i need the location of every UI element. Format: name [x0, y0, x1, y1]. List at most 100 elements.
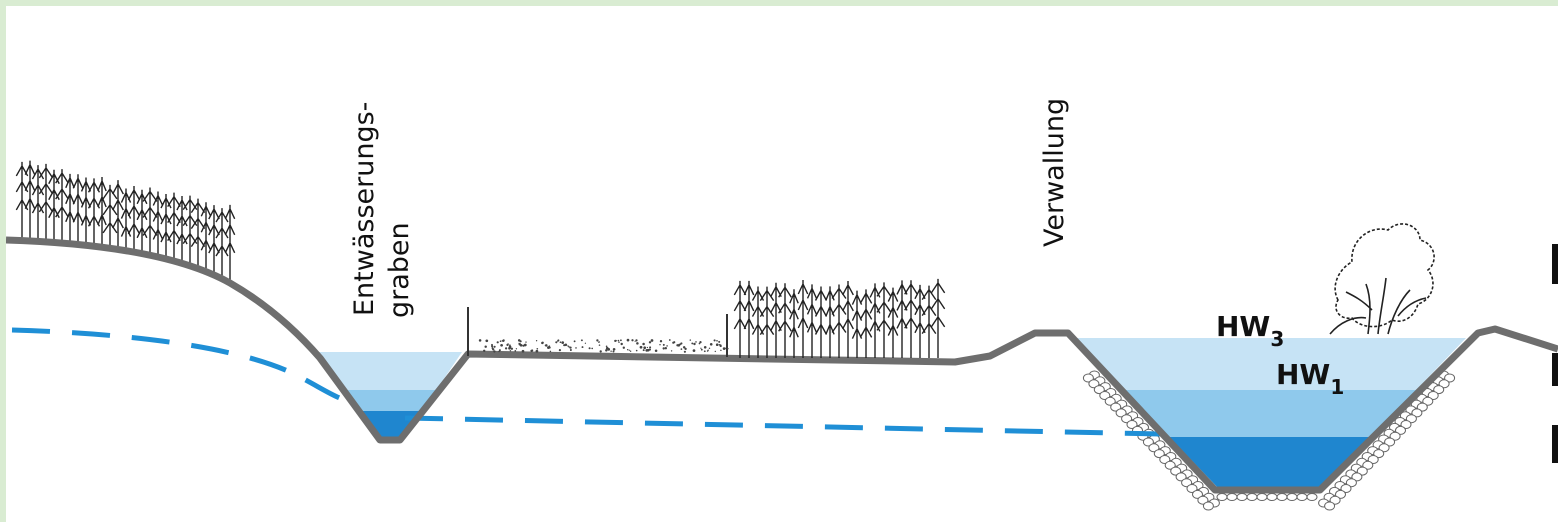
riprap-stone [1153, 449, 1165, 459]
grass-dot [591, 347, 594, 350]
grass-dot [483, 349, 486, 352]
groundwater-line [11, 327, 1161, 437]
riprap-stone [1362, 460, 1374, 470]
ground-profile-line [6, 236, 1558, 494]
grass-dot [545, 344, 548, 347]
grass-dot [693, 342, 696, 346]
grass-dot [598, 344, 601, 346]
grass-dot [484, 345, 487, 348]
riprap-stone [1093, 385, 1105, 395]
grass-dot [607, 348, 611, 351]
reed-stalk [65, 173, 75, 244]
grass-dot [561, 341, 565, 344]
riprap-stone [1444, 373, 1456, 383]
grass-dot [659, 343, 661, 346]
riprap-stone [1433, 385, 1445, 395]
reed-stalk [851, 290, 863, 358]
grass-dot [570, 349, 572, 351]
grass-dot [680, 342, 683, 345]
grass-dot [535, 340, 538, 342]
grass-dot [715, 343, 719, 346]
grass-dot [714, 350, 716, 353]
grass-dot [575, 347, 577, 349]
riprap-stone [1384, 437, 1396, 447]
reed-stalk [831, 284, 847, 358]
grass-dot [618, 341, 620, 343]
reed-stalk [200, 202, 212, 272]
riprap-stone [1276, 493, 1288, 501]
reed-stalk [167, 192, 181, 263]
reed-stalk [176, 196, 188, 265]
riprap-stone [1197, 495, 1209, 505]
reed-stalk [869, 283, 881, 358]
grass-dot [599, 350, 602, 353]
reed-stalk [208, 205, 220, 275]
grass-dot [605, 345, 608, 348]
riprap-stone [1115, 408, 1127, 418]
grass-dot [493, 345, 496, 348]
grass-dot [555, 341, 558, 344]
reed-stalk [814, 286, 828, 358]
grass-dot [622, 346, 625, 349]
grass-dot [642, 342, 645, 346]
grass-dot [703, 346, 707, 349]
grass-dot [485, 339, 489, 343]
grass-dot [724, 347, 726, 350]
grass-dot [605, 349, 608, 352]
reed-stalk [190, 198, 206, 270]
grass-dot [588, 347, 591, 350]
riprap-stone [1306, 493, 1318, 501]
grass-dot [713, 339, 716, 342]
reed-stalk [152, 191, 164, 259]
reed-vegetation-icon [733, 278, 946, 358]
grass-dot [639, 345, 643, 349]
grass-dot [683, 350, 686, 353]
grass-dot [626, 348, 629, 351]
grass-dot [707, 349, 709, 351]
grass-dot [509, 350, 512, 352]
grass-dot [716, 339, 718, 342]
grass-dot [517, 339, 521, 342]
grass-dot [643, 346, 647, 350]
grass-dot [666, 345, 668, 347]
grass-dot [691, 342, 694, 345]
riprap-stone [1175, 472, 1187, 482]
grass-dot [719, 344, 722, 348]
riprap-stone [1256, 493, 1268, 501]
grass-dot [521, 349, 525, 353]
reed-stalk [751, 286, 765, 358]
reed-stalk [24, 160, 36, 241]
grass-dot [695, 341, 697, 343]
grass-dot [699, 340, 702, 344]
grass-dot [631, 339, 634, 342]
riprap-stone [1186, 484, 1198, 493]
hw3-label: HW3 [1216, 310, 1284, 351]
grass-dot [541, 341, 544, 344]
riprap-stone [1400, 420, 1412, 429]
reed-stalk [87, 178, 101, 247]
grass-dot [612, 347, 616, 351]
reed-stalk [97, 177, 107, 248]
grass-dot [610, 350, 612, 352]
grass-dot [649, 346, 652, 349]
grass-dot [558, 349, 562, 352]
riprap-stones-icon [1082, 370, 1456, 511]
grass-dot [692, 349, 696, 352]
grass-dot [678, 343, 681, 347]
grass-dot [523, 343, 527, 347]
grass-dot [620, 339, 622, 342]
diagram-frame: Entwässerungs- graben Verwallung HW3 HW1 [6, 6, 1558, 522]
reed-stalk [904, 280, 918, 358]
riprap-stone [1082, 373, 1094, 383]
grass-dot [703, 350, 706, 353]
riprap-stone [1216, 493, 1228, 501]
grass-dot [698, 342, 701, 345]
reed-stalk [876, 282, 892, 358]
grass-dot [547, 346, 550, 349]
grass-dot [499, 340, 502, 342]
grass-dot [718, 344, 721, 346]
grass-dot [664, 346, 668, 350]
reed-stalk [224, 204, 236, 280]
riprap-stone [1411, 408, 1423, 418]
reed-stalk [182, 195, 198, 267]
